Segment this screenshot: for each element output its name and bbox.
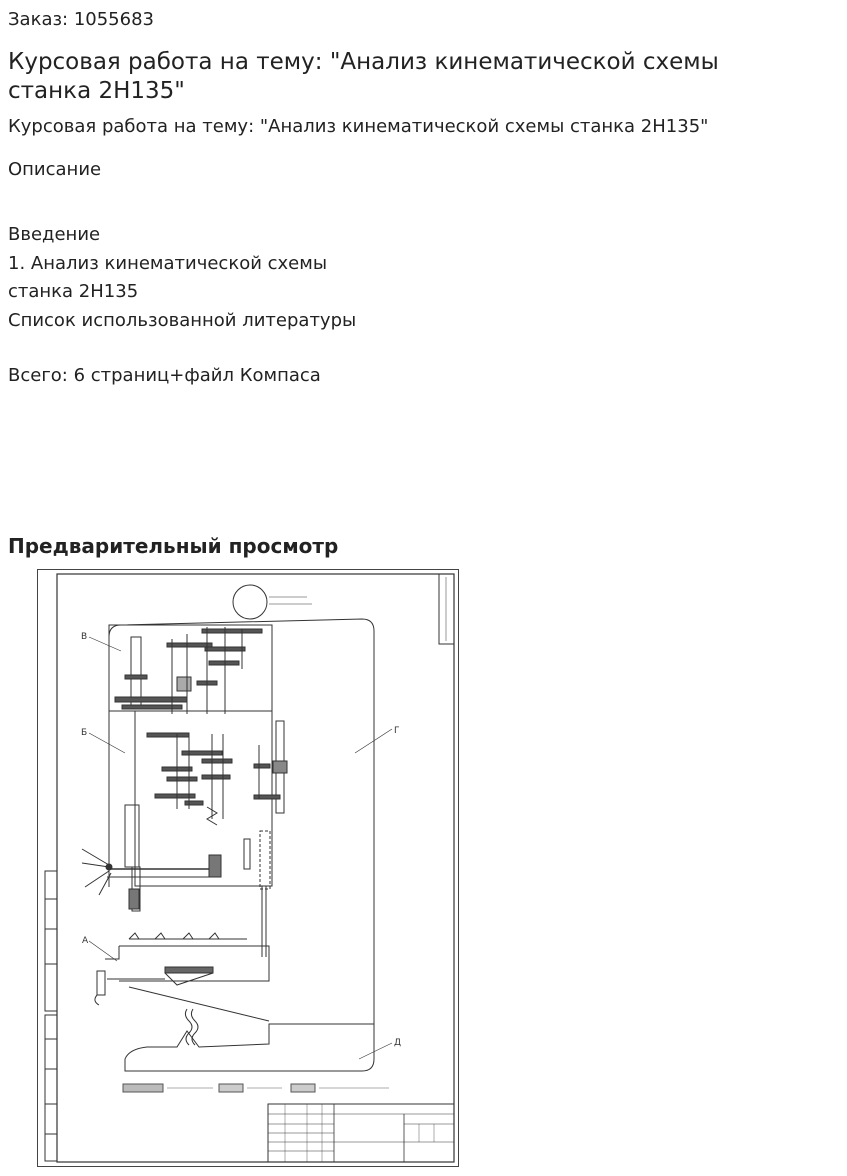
description-label: Описание xyxy=(8,159,102,180)
page-subtitle: Курсовая работа на тему: "Анализ кинемат… xyxy=(8,116,709,137)
label-a: А xyxy=(82,936,89,946)
contents-list: Введение 1. Анализ кинематической схемы … xyxy=(8,221,356,336)
label-v: В xyxy=(81,632,87,642)
page-title: Курсовая работа на тему: "Анализ кинемат… xyxy=(8,49,719,104)
contents-item: Список использованной литературы xyxy=(8,310,357,332)
contents-item: станка 2Н135 xyxy=(8,281,139,303)
preview-image[interactable]: В Б Г А Д xyxy=(37,569,459,1167)
preview-heading: Предварительный просмотр xyxy=(8,534,339,558)
contents-item: Введение xyxy=(8,224,101,245)
label-b: Б xyxy=(81,728,87,738)
contents-item: 1. Анализ кинематической схемы xyxy=(8,252,328,274)
order-number: Заказ: 1055683 xyxy=(8,9,154,30)
page-count: Всего: 6 страниц+файл Компаса xyxy=(8,365,321,386)
label-d: Д xyxy=(394,1038,401,1048)
kinematic-scheme-drawing: В Б Г А Д xyxy=(37,569,459,1167)
label-g: Г xyxy=(394,726,400,736)
